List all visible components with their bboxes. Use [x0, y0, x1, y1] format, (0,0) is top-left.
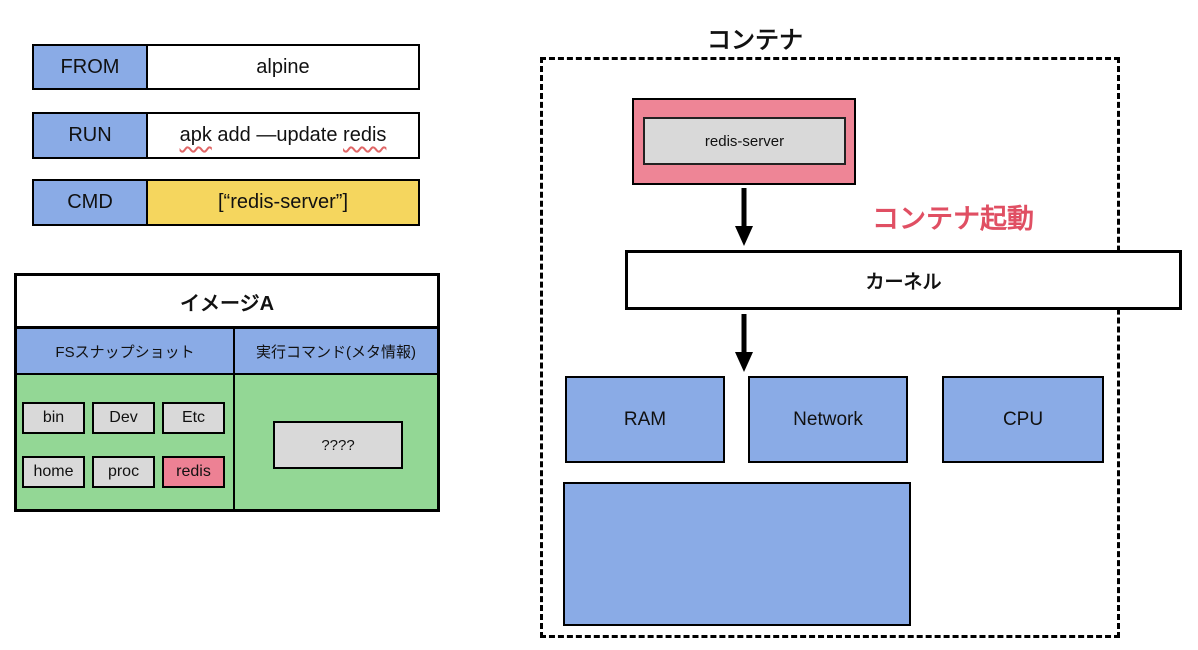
resource-cpu-box: CPU — [942, 376, 1104, 463]
fs-snapshot-column-header: FSスナップショット — [17, 329, 235, 373]
dockerfile-from-value: alpine — [146, 44, 420, 90]
resource-ram-box: RAM — [565, 376, 725, 463]
run-arg-redis: redis — [343, 124, 387, 146]
run-arg-apk: apk — [179, 124, 212, 146]
container-title: コンテナ — [707, 27, 803, 54]
fs-folder-proc: proc — [92, 456, 155, 488]
fs-folder-bin: bin — [22, 402, 85, 434]
image-a-column-headers: FSスナップショット 実行コマンド(メタ情報) — [17, 329, 437, 375]
image-a-table: イメージA FSスナップショット 実行コマンド(メタ情報) bin Dev Et… — [14, 273, 440, 512]
resource-unlabeled-box — [563, 482, 911, 626]
container-dashed-boundary — [540, 57, 1120, 638]
fs-folder-etc: Etc — [162, 402, 225, 434]
fs-snapshot-cell: bin Dev Etc home proc redis — [17, 375, 235, 509]
arrow-process-to-kernel-icon — [735, 188, 753, 246]
kernel-box: カーネル — [625, 250, 1182, 310]
image-a-table-body: bin Dev Etc home proc redis ???? — [17, 375, 437, 509]
fs-folder-redis-highlighted: redis — [162, 456, 225, 488]
dockerfile-cmd-keyword: CMD — [32, 179, 148, 226]
run-arg-middle: add —update — [211, 124, 344, 146]
dockerfile-run-keyword: RUN — [32, 112, 148, 159]
container-startup-label: コンテナ起動 — [872, 204, 1034, 234]
dockerfile-cmd-value: [“redis-server”] — [146, 179, 420, 226]
image-a-title: イメージA — [17, 276, 437, 329]
redis-server-process-box: redis-server — [643, 117, 846, 165]
fs-folder-dev: Dev — [92, 402, 155, 434]
dockerfile-run-value: apk add —update redis — [146, 112, 420, 159]
resource-network-box: Network — [748, 376, 908, 463]
meta-command-unknown-box: ???? — [273, 421, 403, 469]
arrow-kernel-to-resources-icon — [735, 314, 753, 372]
dockerfile-from-keyword: FROM — [32, 44, 148, 90]
meta-command-cell: ???? — [235, 375, 437, 509]
fs-folder-home: home — [22, 456, 85, 488]
exec-command-column-header: 実行コマンド(メタ情報) — [256, 343, 416, 361]
